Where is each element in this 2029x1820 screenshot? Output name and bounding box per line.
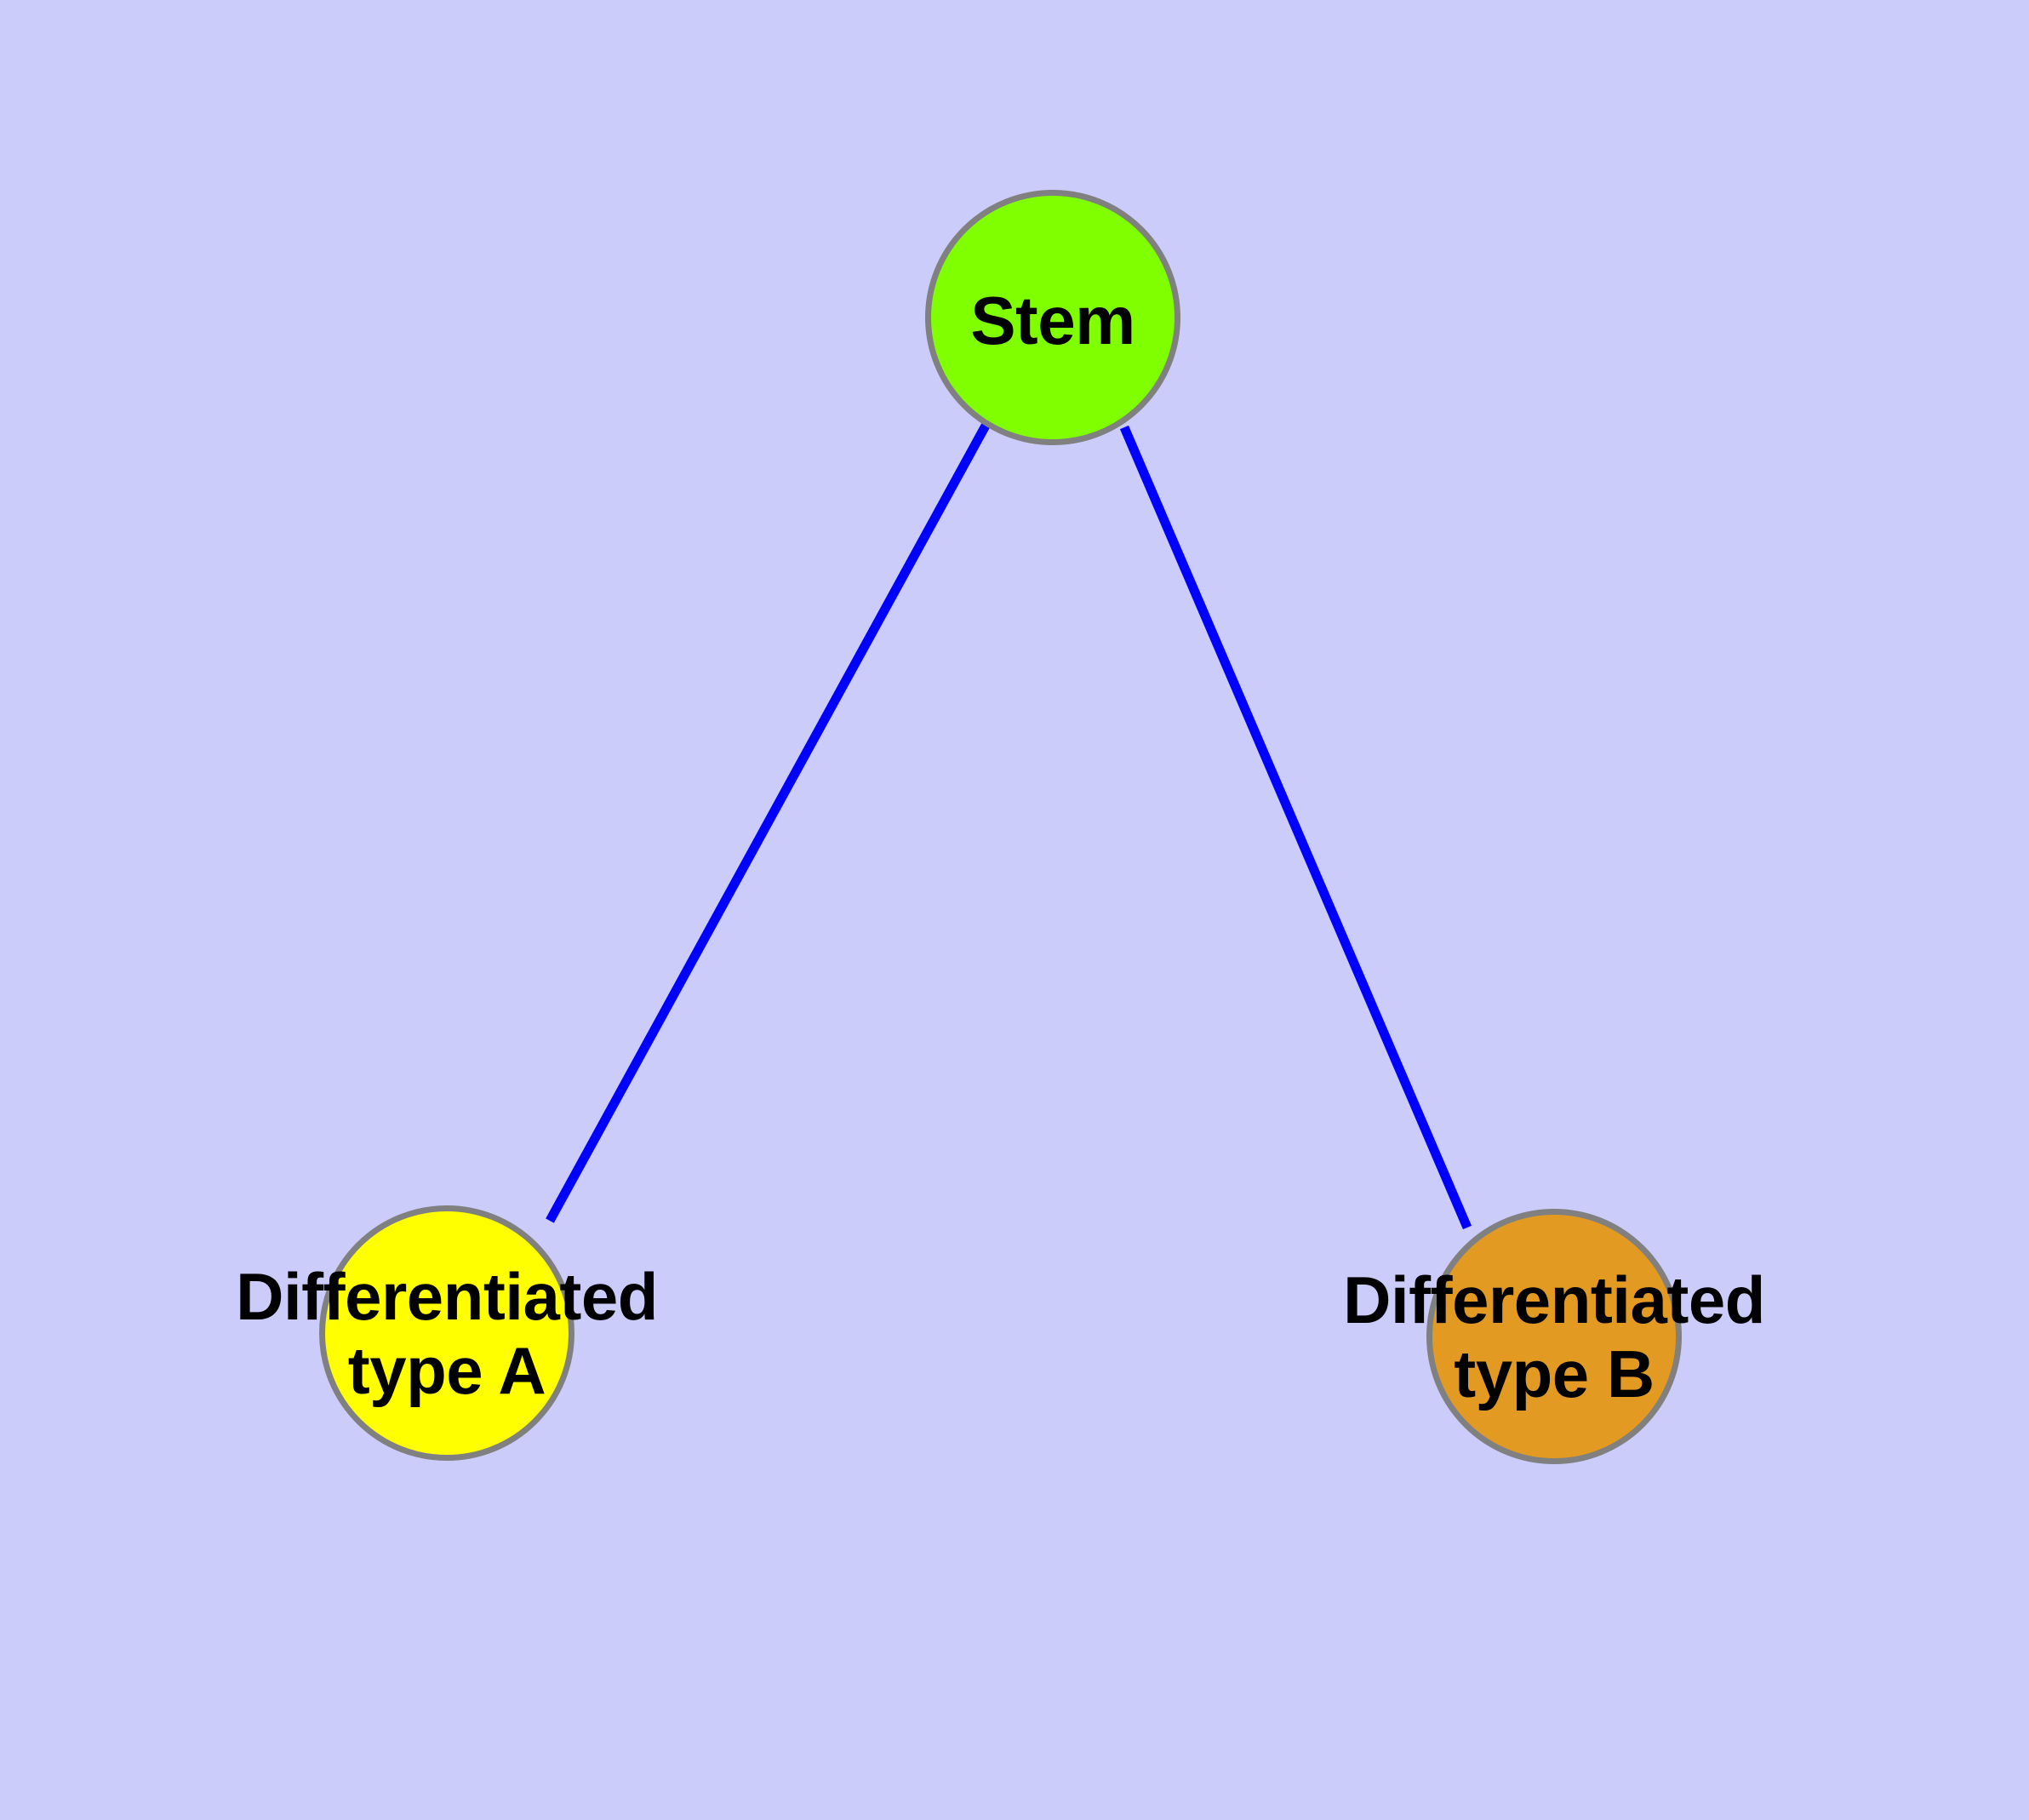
node-differentiated-type-a-label: Differentiated type A <box>236 1259 658 1409</box>
node-differentiated-type-b[interactable] <box>1426 1209 1682 1464</box>
node-stem[interactable] <box>925 190 1180 445</box>
node-differentiated-type-b-label: Differentiated type B <box>1343 1262 1765 1412</box>
node-differentiated-type-a[interactable] <box>319 1205 574 1461</box>
edge-stem-to-type-b[interactable] <box>1119 425 1472 1230</box>
node-stem-label: Stem <box>970 283 1135 358</box>
edge-stem-to-type-a[interactable] <box>546 423 990 1223</box>
